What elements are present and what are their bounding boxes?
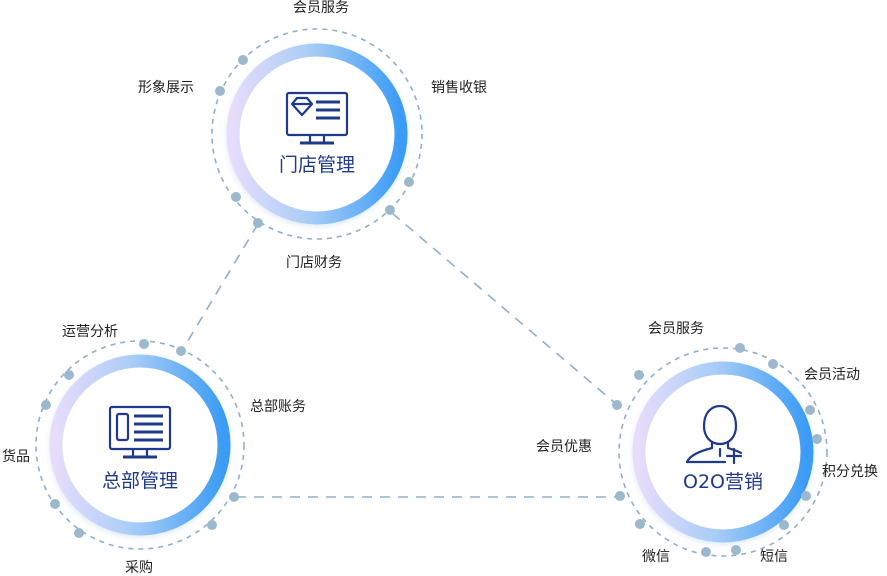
connector-store-o2o	[391, 212, 616, 404]
hq-feature-accounts: 总部账务	[250, 399, 306, 415]
user-plus-icon	[685, 404, 743, 465]
hq-ring	[49, 354, 231, 536]
o2o-feature-wechat: 微信	[642, 549, 670, 565]
o2o-ring	[632, 361, 814, 543]
o2o-orbit	[618, 347, 828, 557]
hq-node-title: 总部管理	[101, 470, 178, 492]
o2o-feature-points-redeem: 积分兑换	[822, 464, 878, 480]
connector-store-hq	[182, 223, 259, 350]
hq-feature-operations-analysis: 运营分析	[62, 324, 118, 340]
hq-orbit	[35, 340, 245, 550]
store-feature-member-service: 会员服务	[293, 0, 349, 16]
o2o-feature-sms: 短信	[760, 549, 788, 565]
o2o-node-title: O2O营销	[683, 471, 763, 493]
orbit-dots	[41, 55, 822, 557]
hq-feature-purchasing: 采购	[125, 560, 153, 576]
monitor-list-icon	[108, 405, 172, 459]
o2o-feature-member-activity: 会员活动	[804, 367, 860, 383]
monitor-diamond-icon	[285, 91, 349, 145]
store-feature-cashier: 销售收银	[431, 80, 487, 96]
connector-lines	[182, 212, 617, 498]
store-orbit	[211, 28, 423, 240]
store-feature-image-display: 形象展示	[138, 80, 194, 96]
store-feature-finance: 门店财务	[286, 255, 342, 271]
o2o-feature-member-service: 会员服务	[648, 321, 704, 337]
store-node-title: 门店管理	[278, 154, 355, 176]
o2o-feature-member-discount: 会员优惠	[536, 439, 592, 455]
hq-feature-goods: 货品	[2, 449, 30, 465]
